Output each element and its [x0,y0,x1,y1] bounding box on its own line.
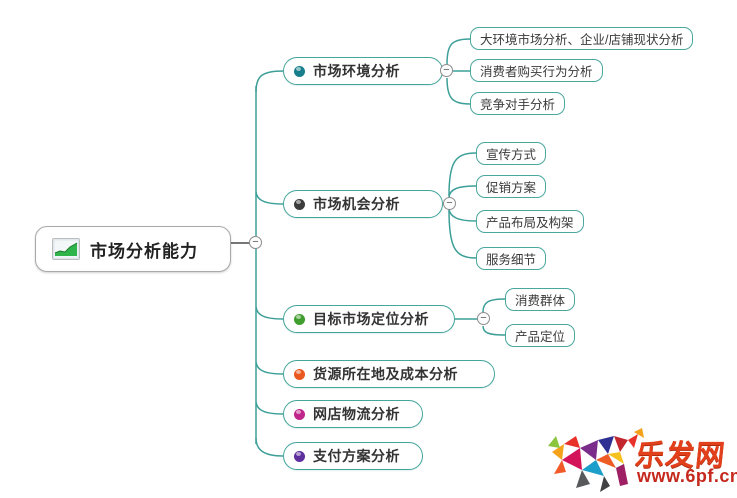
collapse-badge-root[interactable]: − [249,236,262,249]
leaf-node[interactable]: 消费群体 [505,288,576,311]
branch-payment[interactable]: 支付方案分析 [283,442,423,470]
topic-dot [294,198,305,210]
branch-logistics[interactable]: 网店物流分析 [283,400,423,428]
brand-url[interactable]: www.6pf.cn [637,466,737,486]
area-chart-icon [52,238,80,260]
topic-dot [294,450,305,462]
root-label: 市场分析能力 [90,241,198,261]
branch-label: 市场环境分析 [313,63,400,79]
topic-dot [294,313,305,325]
branch-label: 网店物流分析 [313,406,400,422]
bull-logo-icon [548,428,644,492]
topic-dot [294,65,305,77]
leaf-node[interactable]: 产品布局及构架 [476,210,584,233]
leaf-node[interactable]: 大环境市场分析、企业/店铺现状分析 [470,27,694,50]
branch-label: 货源所在地及成本分析 [313,366,458,382]
brand-name: 乐发网 [633,440,728,472]
branch-market-environment[interactable]: 市场环境分析 [283,57,443,85]
branch-label: 市场机会分析 [313,196,400,212]
branch-label: 支付方案分析 [313,448,400,464]
branch-label: 目标市场定位分析 [313,311,429,327]
leaf-node[interactable]: 服务细节 [476,247,547,270]
collapse-badge-branch1[interactable]: − [440,64,453,77]
leaf-node[interactable]: 促销方案 [476,175,547,198]
branch-market-opportunity[interactable]: 市场机会分析 [283,190,443,218]
collapse-badge-branch2[interactable]: − [443,197,456,210]
leaf-node[interactable]: 产品定位 [505,324,576,347]
leaf-node[interactable]: 消费者购买行为分析 [470,59,603,82]
branch-supply-cost[interactable]: 货源所在地及成本分析 [283,360,495,388]
topic-dot [294,408,305,420]
root-node[interactable]: 市场分析能力 [35,226,231,272]
topic-dot [294,368,305,380]
collapse-badge-branch3[interactable]: − [477,312,490,325]
branch-target-market[interactable]: 目标市场定位分析 [283,305,455,333]
leaf-node[interactable]: 宣传方式 [476,142,547,165]
leaf-node[interactable]: 竞争对手分析 [470,92,566,115]
